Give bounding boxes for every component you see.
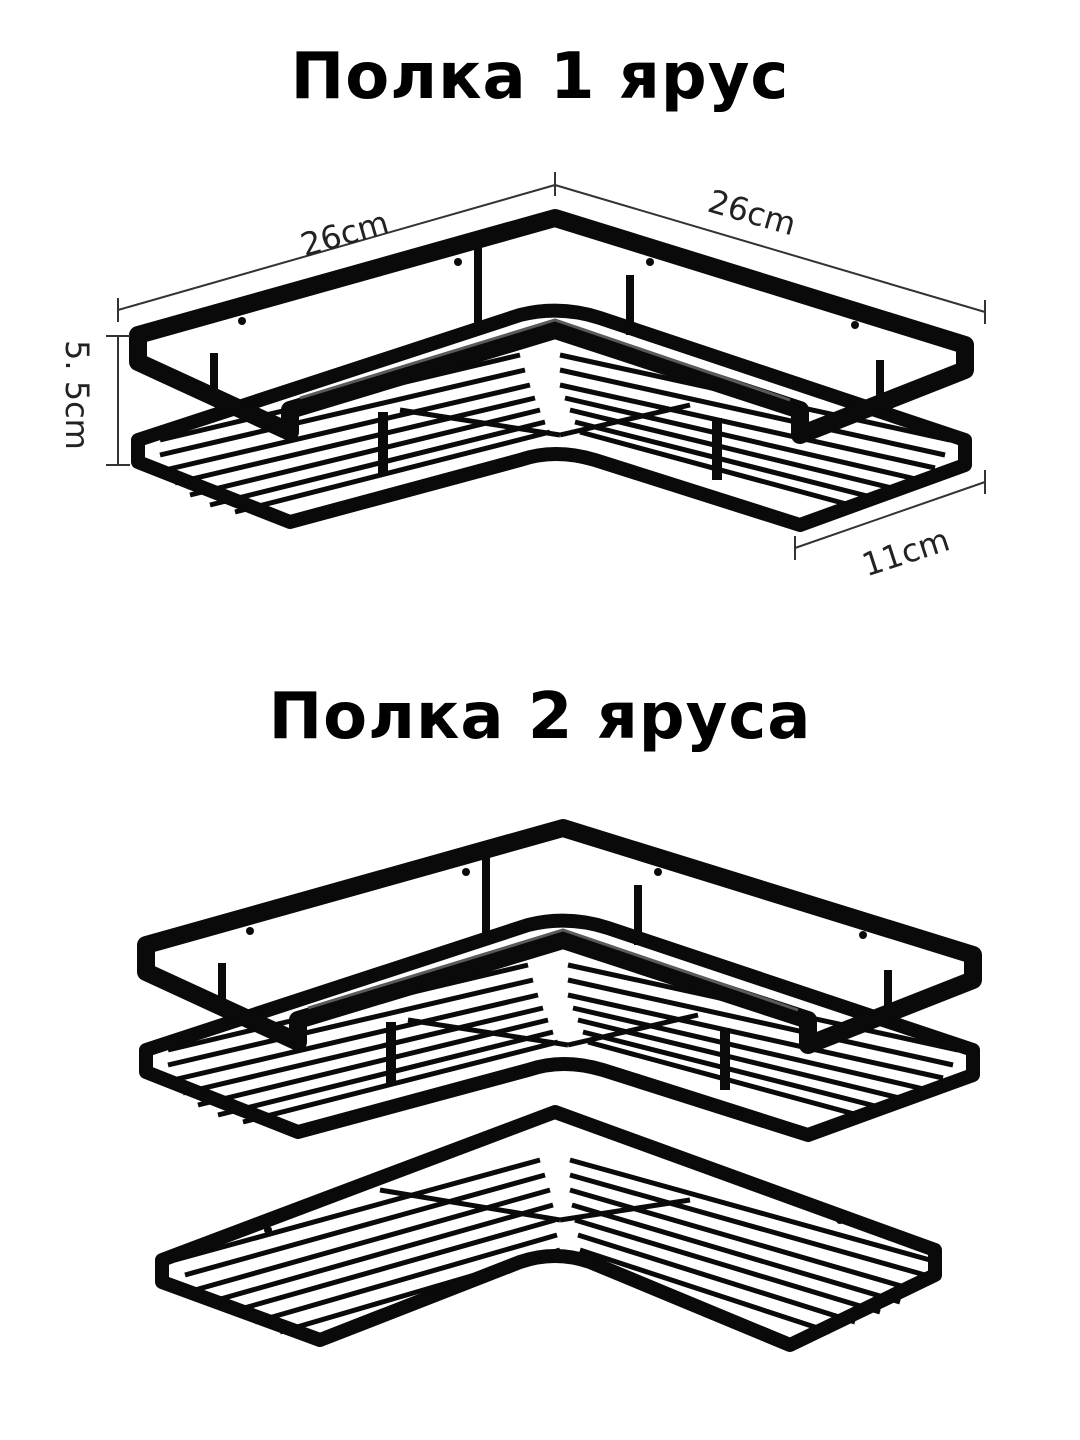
section1-title: Полка 1 ярус	[290, 40, 790, 114]
shelf-2-tier-upper-illustration	[146, 828, 973, 1135]
section2-title: Полка 2 яруса	[268, 680, 812, 754]
shelf-2-tier-lower-illustration	[162, 1112, 935, 1345]
shelf-1-tier-illustration	[138, 218, 965, 525]
dimension-depth: 11cm	[857, 520, 954, 584]
dimension-height: 5. 5cm	[58, 340, 96, 450]
dimension-lines	[106, 172, 986, 560]
dimension-left-width: 26cm	[296, 203, 392, 264]
